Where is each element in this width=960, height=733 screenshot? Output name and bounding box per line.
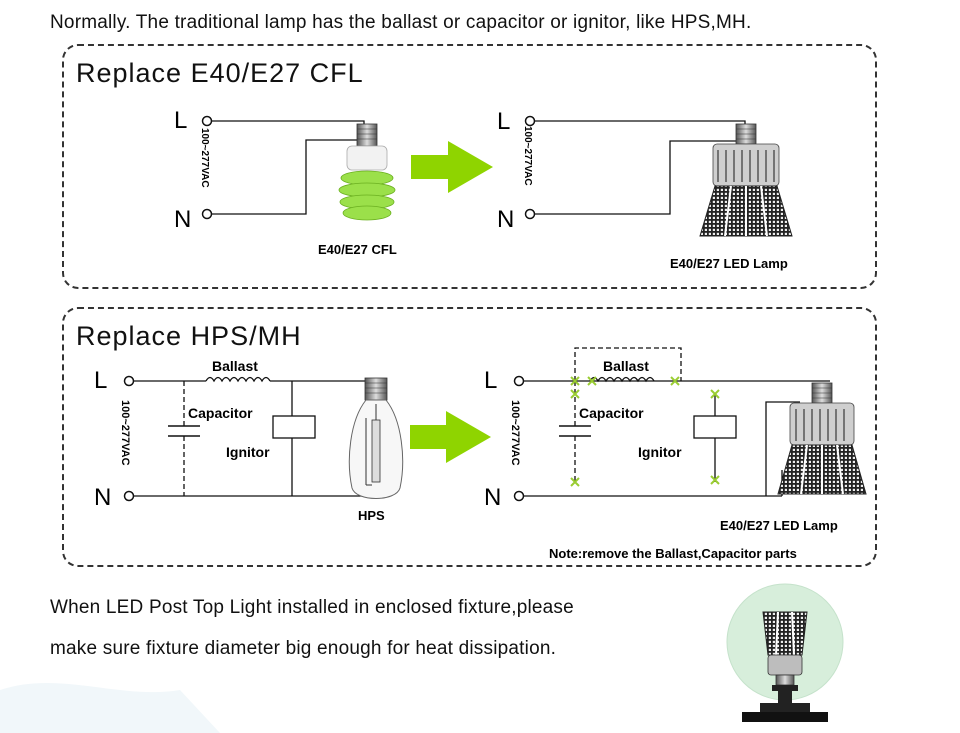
cfl-neutral-label: N xyxy=(174,206,191,233)
ballast-coil-icon xyxy=(205,376,271,383)
hps-ballast-label: Ballast xyxy=(212,358,258,374)
led2-ballast-label: Ballast xyxy=(603,358,649,374)
hps-line-label: L xyxy=(94,367,107,394)
led-lamp-icon xyxy=(699,123,793,237)
led1-neutral-label: N xyxy=(497,206,514,233)
led2-voltage-label: 100~277VAC xyxy=(509,400,521,466)
hps-capacitor-label: Capacitor xyxy=(188,405,253,421)
led2-capacitor-label: Capacitor xyxy=(579,405,644,421)
terminal-n-icon xyxy=(123,490,135,502)
hps-voltage-label: 100~277VAC xyxy=(119,400,131,466)
led2-ignitor-label: Ignitor xyxy=(638,444,682,460)
hps-lamp-label: HPS xyxy=(358,508,385,523)
cfl-panel-title: Replace E40/E27 CFL xyxy=(76,58,364,88)
led2-neutral-label: N xyxy=(484,484,501,511)
ignitor-icon xyxy=(272,415,316,439)
led2-line-label: L xyxy=(484,367,497,394)
header-note: Normally. The traditional lamp has the b… xyxy=(50,12,752,33)
removed-part-marks xyxy=(570,376,720,487)
hps-bulb-icon xyxy=(348,377,404,499)
hps-replacement-panel: Replace HPS/MH xyxy=(62,307,877,567)
led1-voltage-label: 100~277VAC xyxy=(522,126,533,186)
terminal-l-icon xyxy=(123,375,135,387)
terminal-l-icon xyxy=(201,115,213,127)
cfl-line-label: L xyxy=(174,107,187,134)
ignitor-icon xyxy=(693,415,737,439)
led-circuit-cfl: L N 100~277VAC E40/E27 LED Lamp xyxy=(497,108,793,271)
led1-lamp-label: E40/E27 LED Lamp xyxy=(670,256,788,271)
led2-lamp-label: E40/E27 LED Lamp xyxy=(720,518,838,533)
hps-panel-title: Replace HPS/MH xyxy=(76,321,302,351)
cfl-lamp-label: E40/E27 CFL xyxy=(318,242,397,257)
replace-arrow-icon xyxy=(410,411,491,463)
enclosed-fixture-icon xyxy=(726,583,844,722)
led-circuit-hps: L N 100~277VAC Ballast Capacitor Ignitor xyxy=(484,347,867,561)
cfl-voltage-label: 100~277VAC xyxy=(199,128,210,188)
replace-arrow-icon xyxy=(411,141,493,193)
ballast-coil-icon xyxy=(589,376,655,383)
terminal-l-icon xyxy=(513,375,525,387)
cfl-circuit: L N 100~277VAC E40/E27 CFL xyxy=(174,107,397,257)
cfl-bulb-icon xyxy=(338,123,396,221)
hps-circuit: L N 100~277VAC Ballast Capacitor Ignitor xyxy=(94,358,404,523)
footer-line-1: When LED Post Top Light installed in enc… xyxy=(50,597,574,618)
terminal-n-icon xyxy=(513,490,525,502)
removal-note: Note:remove the Ballast,Capacitor parts xyxy=(549,546,797,561)
led1-line-label: L xyxy=(497,108,510,135)
hps-ignitor-label: Ignitor xyxy=(226,444,270,460)
terminal-n-icon xyxy=(524,208,536,220)
terminal-l-icon xyxy=(524,115,536,127)
hps-neutral-label: N xyxy=(94,484,111,511)
terminal-n-icon xyxy=(201,208,213,220)
led-lamp-icon xyxy=(777,382,867,495)
footer-line-2: make sure fixture diameter big enough fo… xyxy=(50,638,557,659)
cfl-replacement-panel: Replace E40/E27 CFL xyxy=(62,44,877,289)
background-wave xyxy=(0,682,220,733)
